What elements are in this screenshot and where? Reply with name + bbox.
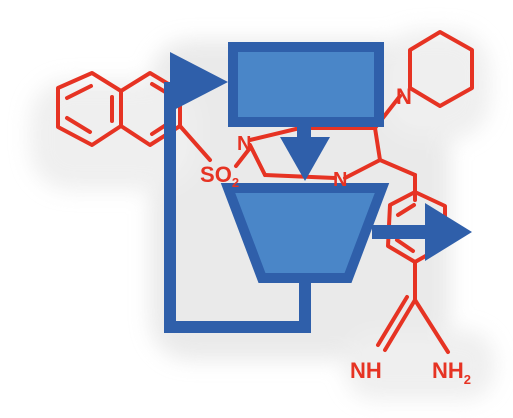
double-bond bbox=[376, 295, 409, 347]
atom-sulfonyl: SO2 bbox=[200, 162, 239, 190]
atom-o: O bbox=[215, 162, 232, 187]
atom-labels: N N N SO2 NH NH2 bbox=[200, 84, 471, 387]
atom-s: S bbox=[200, 162, 215, 187]
bond bbox=[248, 126, 302, 142]
ring-bonds bbox=[298, 126, 382, 180]
double-bond bbox=[395, 238, 415, 253]
bond bbox=[263, 173, 337, 180]
atom-nh: NH bbox=[432, 358, 464, 383]
piperidine-ring bbox=[408, 30, 474, 108]
funnel bbox=[220, 183, 390, 283]
double-bond bbox=[65, 84, 93, 100]
down-arrow bbox=[280, 137, 330, 181]
atom-n-ring: N bbox=[333, 169, 347, 191]
bond bbox=[378, 158, 417, 177]
output-arrow bbox=[425, 203, 472, 261]
atom-nh2-subscript: 2 bbox=[464, 372, 471, 387]
process-box bbox=[228, 42, 384, 127]
bond bbox=[413, 298, 450, 354]
double-bond bbox=[65, 116, 92, 134]
bond bbox=[178, 124, 212, 162]
atom-amidine-nh: NH bbox=[350, 358, 382, 383]
input-arrow bbox=[170, 52, 228, 112]
atom-n-piperidine: N bbox=[396, 84, 412, 109]
atom-n-amide: N bbox=[237, 133, 251, 155]
output-arrow-shaft bbox=[372, 225, 434, 239]
flow-diagram bbox=[164, 42, 472, 333]
atom-o-subscript: 2 bbox=[232, 175, 239, 190]
bond bbox=[234, 146, 252, 168]
double-bond bbox=[396, 203, 416, 217]
down-arrow-shaft bbox=[297, 120, 311, 140]
bond bbox=[383, 298, 417, 352]
atom-amidine-nh2: NH2 bbox=[432, 358, 471, 387]
feedback-loop bbox=[164, 82, 311, 333]
bond bbox=[248, 143, 267, 177]
